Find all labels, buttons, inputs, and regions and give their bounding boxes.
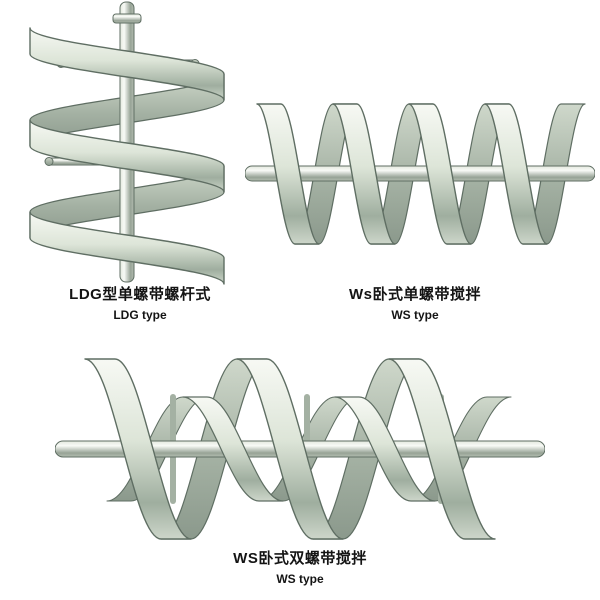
ldg-label-zh: LDG型单螺带螺杆式 [69, 286, 211, 303]
caption-ldg: LDG型单螺带螺杆式 LDG type [10, 286, 270, 322]
ws-horizontal-double-ribbon-mixer-photo [55, 358, 545, 540]
ldg-vertical-ribbon-mixer-photo [29, 1, 225, 285]
caption-ws-double: WS卧式双螺带搅拌 WS type [170, 550, 430, 586]
ws-double-label-en: WS type [276, 572, 324, 586]
outer-ribbon-front [84, 358, 496, 540]
inner-ribbon-front [182, 396, 436, 502]
ribbon-front [256, 103, 548, 245]
caption-ws-single: Ws卧式单螺带搅拌 WS type [285, 286, 545, 322]
ws-single-label-en: WS type [391, 308, 439, 322]
ws-horizontal-single-ribbon-mixer-photo [245, 103, 595, 245]
ws-single-label-zh: Ws卧式单螺带搅拌 [348, 286, 481, 303]
ws-double-label-zh: WS卧式双螺带搅拌 [233, 550, 367, 567]
ribbon-front [29, 27, 225, 285]
ldg-label-en: LDG type [113, 308, 167, 322]
